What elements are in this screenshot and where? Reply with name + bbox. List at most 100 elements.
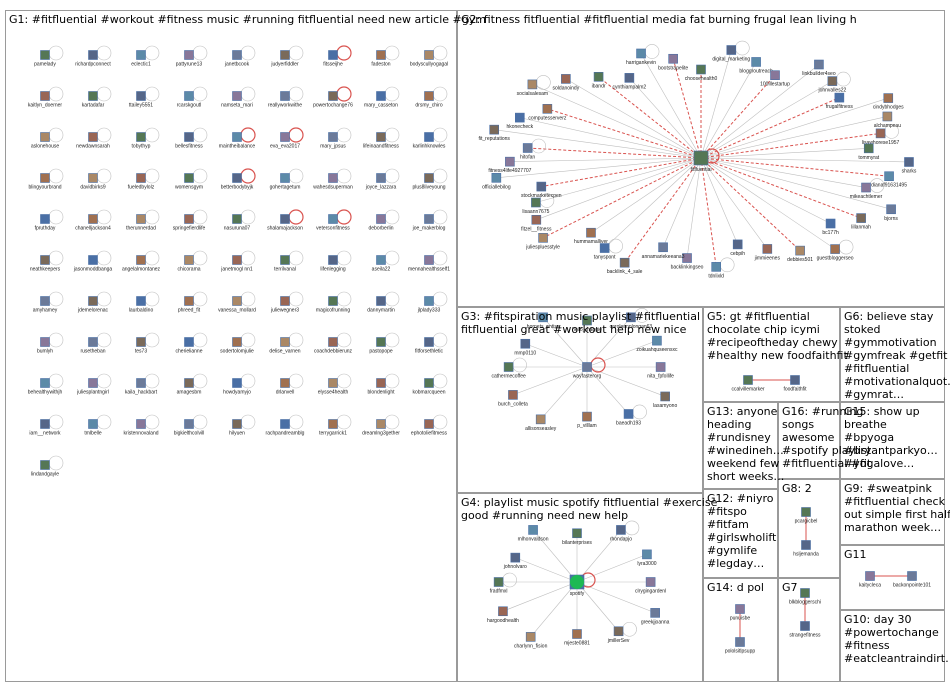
network-node[interactable]: frugalfitness [826,92,853,110]
network-node[interactable]: maintheibalance [219,132,256,150]
network-node[interactable]: jmillerSev [607,626,630,644]
network-node[interactable]: mikeachtlemer [850,182,883,200]
network-node[interactable]: soldanoindy [553,74,580,91]
network-node[interactable]: hargoodhealth [487,606,519,624]
network-node[interactable]: chicorama [177,255,201,273]
network-node[interactable]: fitsseijhe [323,50,343,68]
network-node[interactable]: kaitlyn_doerner [28,91,63,109]
network-node[interactable]: backlinkingseo [671,253,704,271]
network-node[interactable]: choosehealth0 [685,64,718,82]
network-node[interactable]: aslonehouse [31,132,60,150]
network-node[interactable]: kaila_hackbart [125,378,158,396]
network-node[interactable]: hkonecheck [506,112,534,130]
network-node[interactable]: reallyworkwithe [268,91,302,109]
network-node[interactable]: harrigankevin [626,48,656,66]
network-node[interactable]: mary_jpsus [320,132,346,150]
network-node[interactable]: annamariekeeana3 [642,242,685,260]
network-node[interactable]: drlanvell [276,378,295,396]
network-node[interactable]: lindandgayle [31,460,59,478]
network-node[interactable]: debbies501 [787,245,813,263]
network-node[interactable]: hello_maggie [572,315,602,333]
network-node[interactable]: fpruthday [35,214,56,232]
network-node[interactable]: nasuruna07 [224,214,251,232]
network-node[interactable]: fitzel__fitness [521,214,552,232]
network-node[interactable]: caroleannlongan63 [610,312,653,330]
network-node[interactable]: lisaann7675 [522,197,550,215]
network-node[interactable]: magicofrunning [316,296,350,314]
network-node[interactable]: fitforsethletic [415,337,444,355]
network-node[interactable]: joe_makerblog [412,214,446,232]
network-node[interactable]: ccalvillemarker [731,375,765,393]
network-node[interactable]: laurbaldino [129,296,154,314]
network-node[interactable]: juliesplantngirl [76,378,109,396]
network-node[interactable]: clrygingardenl [635,577,666,595]
network-node[interactable]: betterbodybyjk [221,173,254,191]
network-node[interactable]: coachdebbierunz [314,337,353,355]
network-node[interactable]: hilyuen [229,419,245,437]
network-node[interactable]: pamelady [34,50,56,68]
network-node[interactable]: rachpandreamblg [266,419,305,437]
network-node[interactable]: jdemelorenac [77,296,109,314]
network-node[interactable]: fueledbylolz [128,173,155,191]
network-node[interactable]: backlink_4_sale [607,257,643,275]
network-node[interactable]: namseta_mari [221,91,253,109]
network-node[interactable]: blkbloggerschi [789,588,821,606]
network-node[interactable]: cathermecoffee [491,362,526,380]
network-node[interactable]: lyra3000 [637,549,657,567]
network-node[interactable]: blingyourbrand [28,173,62,191]
network-node[interactable]: fitness4life4927707 [488,156,532,174]
network-node[interactable]: bc177h [822,218,839,236]
network-node[interactable]: rusetheban [80,337,106,355]
network-node[interactable]: juliewegner3 [270,296,299,314]
network-node[interactable]: eva_eva2017 [270,132,300,150]
network-node[interactable]: amagesbm [177,378,202,396]
network-node[interactable]: tobythyp [132,132,151,150]
network-node[interactable]: cherielianne [176,337,203,355]
network-node[interactable]: burch_colleta [498,390,528,407]
network-node[interactable]: bootstrapelite [658,53,688,71]
network-node[interactable]: sodertolomjulie [220,337,254,355]
network-node[interactable]: wayfasterorg [573,362,602,380]
network-node[interactable]: plus8liveyoung [412,173,446,191]
network-node[interactable]: 100illestartup [760,70,790,88]
network-node[interactable]: aseila22 [372,255,391,273]
network-node[interactable]: hsljemanda [793,540,819,558]
network-node[interactable]: ttailey5551 [129,91,153,109]
network-node[interactable]: lifeinaandfitness [363,132,399,150]
network-node[interactable]: wahesdsuperman [313,173,353,191]
network-node[interactable]: terrilvanal [274,255,296,273]
network-node[interactable]: kartadafar [82,91,105,109]
network-node[interactable]: howdyamyjo [223,378,251,396]
network-node[interactable]: amyhamey [33,296,58,314]
network-node[interactable]: zoikuahquseensxc [636,335,678,353]
network-node[interactable]: karlinhknowles [413,132,446,150]
network-node[interactable]: chanelljackson4 [75,214,111,232]
network-node[interactable]: mmp0110 [514,338,536,356]
network-node[interactable]: dianaf91631495 [871,171,907,189]
network-node[interactable]: mennahealthsself1 [408,255,450,273]
network-node[interactable]: linkbuilder4seo [802,59,836,77]
network-node[interactable]: jlplady333 [417,296,441,314]
network-node[interactable]: lisawhorese1957 [862,128,900,146]
network-node[interactable]: tdnlixld [708,262,724,279]
network-node[interactable]: pcargicbel [795,507,818,525]
network-node[interactable]: baeadh193 [616,409,641,426]
network-node[interactable]: womensgym [175,173,203,191]
network-node[interactable]: dannymartin [367,296,395,314]
network-node[interactable]: bumlyh [37,337,53,355]
network-node[interactable]: fitfluential [690,150,712,173]
network-node[interactable]: joyce_lazzara [365,173,397,191]
network-node[interactable]: newdawnsarah [76,132,110,150]
network-node[interactable]: bodyscullyogagal [410,50,448,68]
network-node[interactable]: greekjjoanna [641,608,670,625]
network-node[interactable]: cindybhodges [873,93,904,111]
network-node[interactable]: hitofan [520,143,535,160]
network-node[interactable]: strangefitness [789,621,821,639]
network-node[interactable]: angelalmontanez [122,255,161,273]
network-node[interactable]: powertochange76 [313,91,353,109]
network-node[interactable]: kristennovaland [123,419,159,437]
network-node[interactable]: guestbloggerseo [817,244,854,262]
network-node[interactable]: vetersonfitness [316,214,350,232]
network-node[interactable]: rhondapjo [610,525,632,542]
network-node[interactable]: ibandr [592,72,606,89]
